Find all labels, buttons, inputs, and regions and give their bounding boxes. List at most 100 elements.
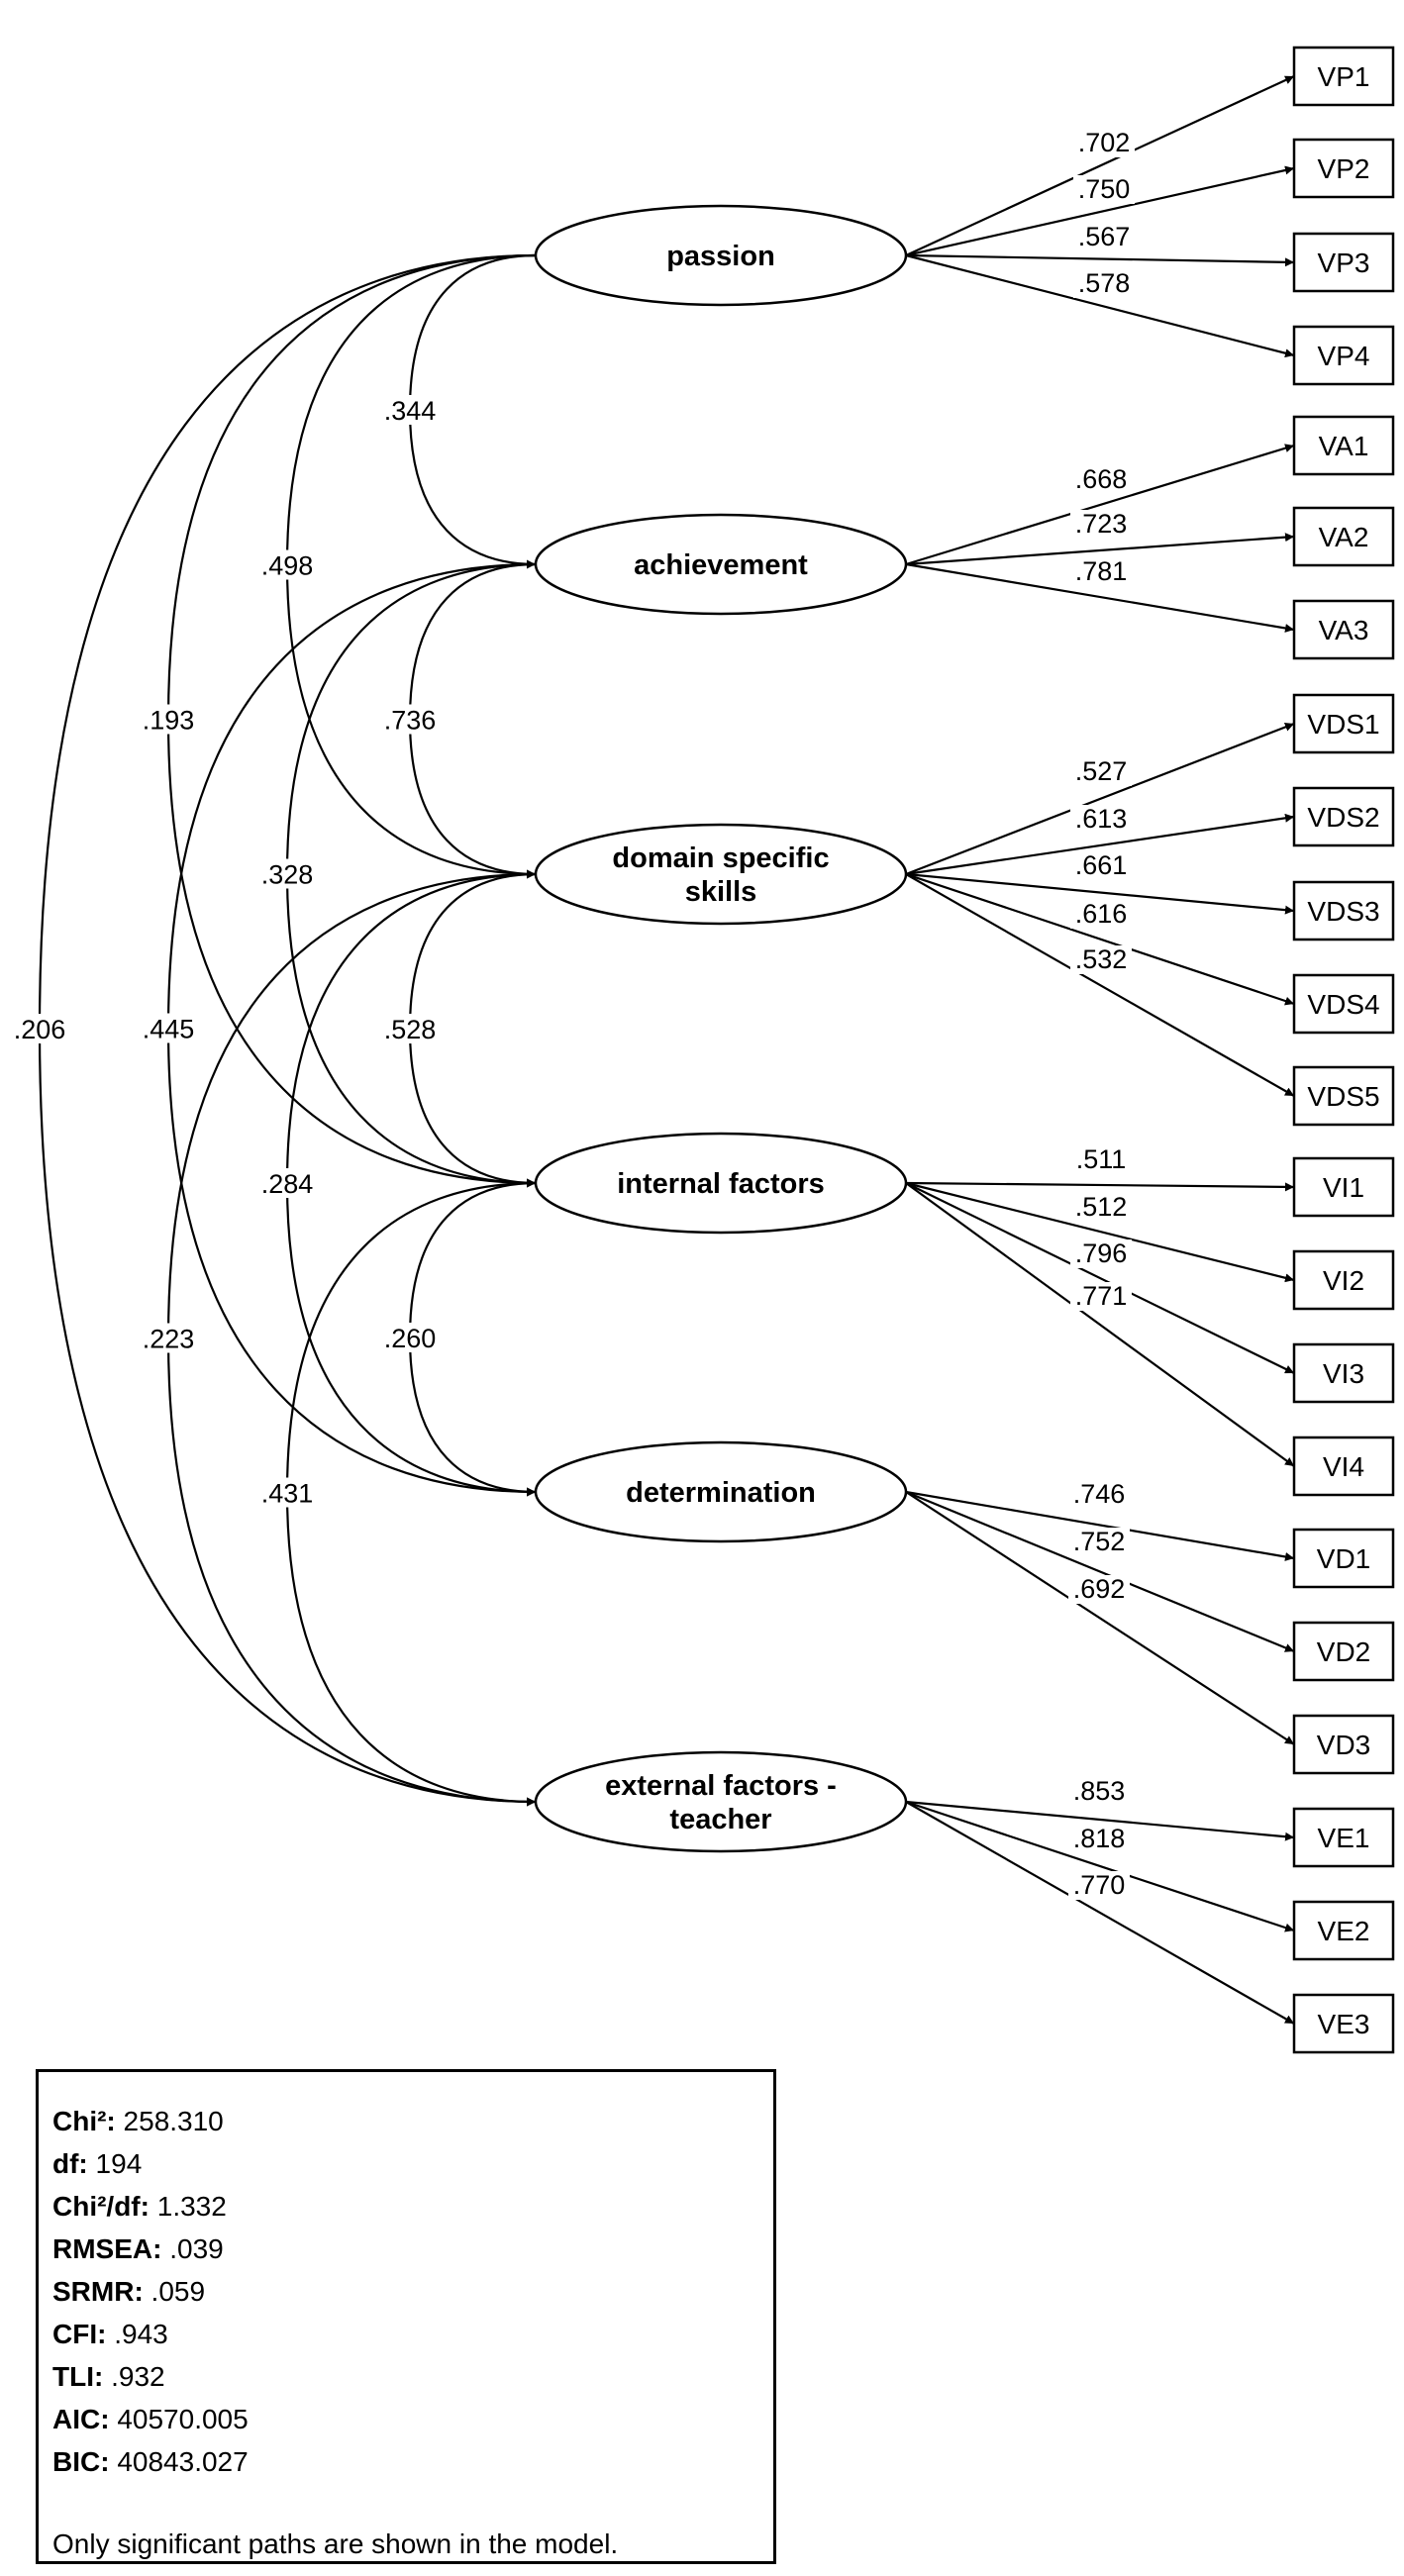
correlation-label-bg xyxy=(379,1014,441,1043)
indicator-label-VI3: VI3 xyxy=(1323,1358,1364,1389)
indicator-label-VA2: VA2 xyxy=(1319,522,1369,552)
factor-label-external: teacher xyxy=(669,1804,771,1835)
indicator-VDS5 xyxy=(1292,1065,1395,1127)
fit-statistic-label: Chi²/df: xyxy=(52,2191,150,2222)
loading-value-VA2: .723 xyxy=(1075,509,1128,539)
correlation-label-bg xyxy=(138,1323,199,1353)
loading-path-VI4 xyxy=(905,1182,1295,1467)
loading-path-VP1 xyxy=(905,75,1295,256)
correlation-arc-passion-external xyxy=(38,250,546,1807)
loading-value-VD2: .752 xyxy=(1073,1527,1126,1556)
loading-label-bg xyxy=(1073,129,1135,157)
fit-statistic-value: .039 xyxy=(161,2233,224,2264)
factor-label-domain: domain specific xyxy=(612,842,829,874)
loading-path-VI2 xyxy=(905,1181,1295,1283)
factor-label-determination: determination xyxy=(626,1477,816,1509)
correlation-label-bg xyxy=(138,704,199,735)
loading-path-VP4 xyxy=(905,253,1295,358)
loading-path-VDS5 xyxy=(905,873,1295,1097)
loading-path-VDS3 xyxy=(905,872,1295,915)
indicator-VP3 xyxy=(1292,232,1395,293)
factor-internal xyxy=(534,1132,908,1235)
indicator-label-VE1: VE1 xyxy=(1318,1823,1370,1853)
indicator-VD1 xyxy=(1292,1528,1395,1589)
loading-label-bg xyxy=(1068,1528,1130,1556)
loading-label-bg xyxy=(1070,851,1132,880)
indicator-VDS3 xyxy=(1292,880,1395,941)
loading-value-VDS1: .527 xyxy=(1075,756,1128,786)
loading-path-VI1 xyxy=(905,1181,1295,1192)
factor-label-internal: internal factors xyxy=(617,1168,825,1200)
loading-label-bg xyxy=(1068,1480,1130,1509)
indicator-VI3 xyxy=(1292,1342,1395,1404)
correlation-value-domain-internal: .528 xyxy=(384,1015,437,1044)
factor-achievement xyxy=(534,513,908,616)
indicator-label-VI1: VI1 xyxy=(1323,1172,1364,1203)
loading-value-VI1: .511 xyxy=(1076,1144,1127,1174)
fit-statistic-row: Chi²/df: 1.332 xyxy=(52,2185,759,2228)
fit-statistic-row: Chi²: 258.310 xyxy=(52,2100,759,2142)
indicator-label-VDS2: VDS2 xyxy=(1307,802,1379,833)
fit-statistic-row: df: 194 xyxy=(52,2142,759,2185)
correlation-value-passion-external: .206 xyxy=(14,1015,66,1044)
fit-statistic-label: BIC: xyxy=(52,2446,110,2477)
indicator-VE3 xyxy=(1292,1993,1395,2054)
indicator-boxes: VP1VP2VP3VP4VA1VA2VA3VDS1VDS2VDS3VDS4VDS… xyxy=(1292,46,1395,2054)
loading-label-bg xyxy=(1070,465,1132,494)
indicator-VE2 xyxy=(1292,1900,1395,1961)
loading-label-bg xyxy=(1070,1239,1132,1268)
significance-note: Only significant paths are shown in the … xyxy=(52,2528,619,2559)
loading-value-VI3: .796 xyxy=(1075,1238,1128,1268)
fit-statistic-value: 258.310 xyxy=(115,2106,224,2136)
correlation-label-bg xyxy=(379,1323,441,1352)
factor-label-domain: skills xyxy=(685,876,757,908)
sem-path-diagram: .344.498.193.206.736.328.445.528.284.223… xyxy=(13,46,1395,2054)
correlation-arc-domain-determination xyxy=(285,869,546,1497)
loading-value-VDS2: .613 xyxy=(1075,804,1128,834)
indicator-label-VDS3: VDS3 xyxy=(1307,896,1379,927)
loading-path-VDS4 xyxy=(905,872,1295,1006)
correlation-value-internal-determination: .260 xyxy=(384,1324,437,1353)
correlation-arc-achievement-internal xyxy=(285,559,546,1188)
loading-label-bg xyxy=(1070,1282,1132,1311)
loading-path-VA2 xyxy=(905,533,1295,566)
fit-statistic-row: AIC: 40570.005 xyxy=(52,2398,759,2440)
indicator-VP1 xyxy=(1292,46,1395,107)
loading-label-bg xyxy=(1068,1575,1130,1604)
loading-label-bg xyxy=(1068,1825,1130,1853)
loading-label-bg xyxy=(1070,1145,1132,1174)
loading-label-bg xyxy=(1070,945,1132,974)
correlation-label-bg xyxy=(256,549,318,580)
indicator-label-VP4: VP4 xyxy=(1318,341,1370,371)
indicator-VE1 xyxy=(1292,1807,1395,1868)
fit-statistic-row: RMSEA: .039 xyxy=(52,2228,759,2270)
loading-value-VP4: .578 xyxy=(1078,268,1131,298)
correlation-label-bg xyxy=(138,1013,199,1043)
loading-path-VDS1 xyxy=(905,722,1295,876)
correlation-value-achievement-determination: .445 xyxy=(143,1015,195,1044)
loading-path-VA1 xyxy=(905,444,1295,566)
correlation-label-bg xyxy=(256,1168,318,1198)
indicator-label-VE2: VE2 xyxy=(1318,1916,1370,1946)
loading-label-bg xyxy=(1070,757,1132,786)
loading-value-VI2: .512 xyxy=(1075,1192,1128,1222)
correlation-value-achievement-domain: .736 xyxy=(384,706,437,736)
fit-statistic-value: 194 xyxy=(87,2148,143,2179)
indicator-label-VD2: VD2 xyxy=(1317,1636,1370,1667)
factor-label-passion: passion xyxy=(666,241,775,272)
loading-value-VI4: .771 xyxy=(1075,1281,1128,1311)
loading-value-VDS5: .532 xyxy=(1075,944,1128,974)
indicator-VI4 xyxy=(1292,1436,1395,1497)
loading-path-VE2 xyxy=(905,1800,1295,1932)
loading-path-VD2 xyxy=(905,1490,1295,1653)
correlation-arc-passion-internal xyxy=(166,250,546,1188)
indicator-VDS2 xyxy=(1292,786,1395,847)
fit-statistic-row: CFI: .943 xyxy=(52,2313,759,2355)
indicator-VD2 xyxy=(1292,1621,1395,1682)
correlation-value-domain-external: .223 xyxy=(143,1325,195,1354)
loading-value-VP1: .702 xyxy=(1078,128,1131,157)
correlation-label-bg xyxy=(256,858,318,889)
loading-value-VA3: .781 xyxy=(1075,556,1128,586)
correlation-label-bg xyxy=(379,395,441,425)
